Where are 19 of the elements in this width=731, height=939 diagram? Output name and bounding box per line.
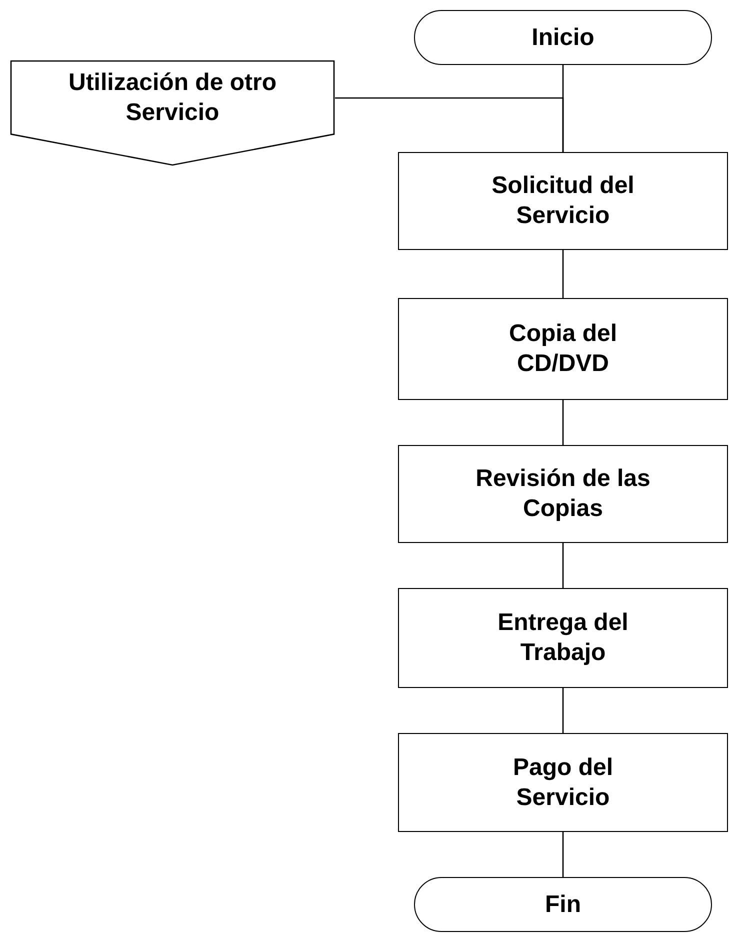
connector-line	[562, 250, 564, 298]
process-box	[398, 152, 728, 250]
process-box	[398, 445, 728, 543]
node-label: Revisión de las Copias	[474, 464, 652, 524]
node-label: Copia del CD/DVD	[508, 319, 618, 379]
connector-line	[562, 400, 564, 445]
node-label: Entrega del Trabajo	[496, 608, 630, 668]
connector-line	[562, 832, 564, 877]
connector-line	[335, 97, 564, 152]
node-label: Pago del Servicio	[512, 752, 614, 812]
process-box	[398, 588, 728, 688]
process-box	[398, 733, 728, 832]
connector-line	[562, 688, 564, 733]
node-label: Inicio	[532, 22, 594, 52]
process-box	[398, 298, 728, 400]
node-label: Solicitud del Servicio	[490, 171, 636, 231]
node-label: Fin	[545, 890, 581, 920]
node-label: Utilización de otro Servicio	[67, 68, 278, 128]
connector-line	[562, 543, 564, 588]
